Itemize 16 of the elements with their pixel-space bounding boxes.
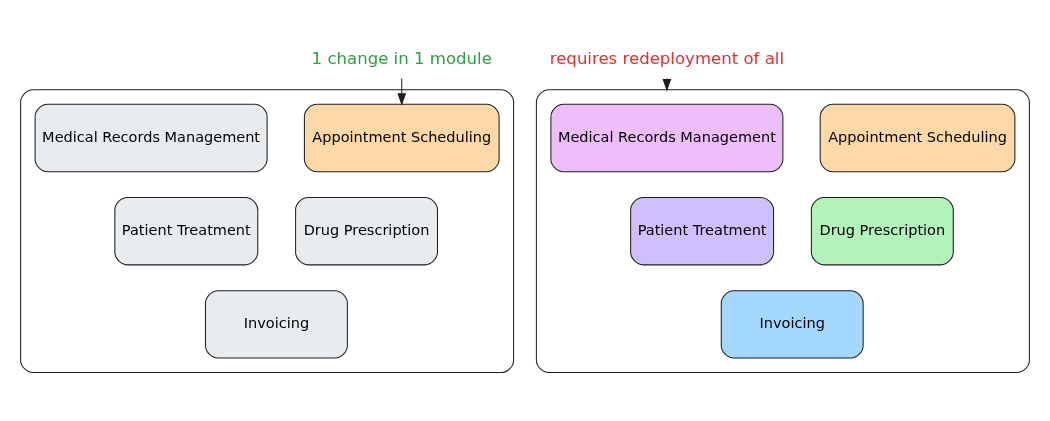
node-box: Invoicing <box>720 289 864 359</box>
cluster <box>20 88 515 373</box>
arrow <box>397 77 407 106</box>
node-text: 1 change in 1 module <box>311 48 492 68</box>
node-box: Patient Treatment <box>630 196 775 265</box>
cluster <box>535 88 1030 373</box>
node-box: Drug Prescription <box>295 196 438 265</box>
node-box: Appointment Scheduling <box>819 103 1016 172</box>
node-text: requires redeployment of all <box>549 48 785 68</box>
arrow <box>662 77 672 91</box>
node-box: Appointment Scheduling <box>303 103 500 172</box>
node-box: Patient Treatment <box>114 196 259 265</box>
node-box: Invoicing <box>204 289 348 359</box>
node-box: Medical Records Management <box>34 103 268 172</box>
node-box: Medical Records Management <box>550 103 784 172</box>
node-box: Drug Prescription <box>810 196 954 265</box>
